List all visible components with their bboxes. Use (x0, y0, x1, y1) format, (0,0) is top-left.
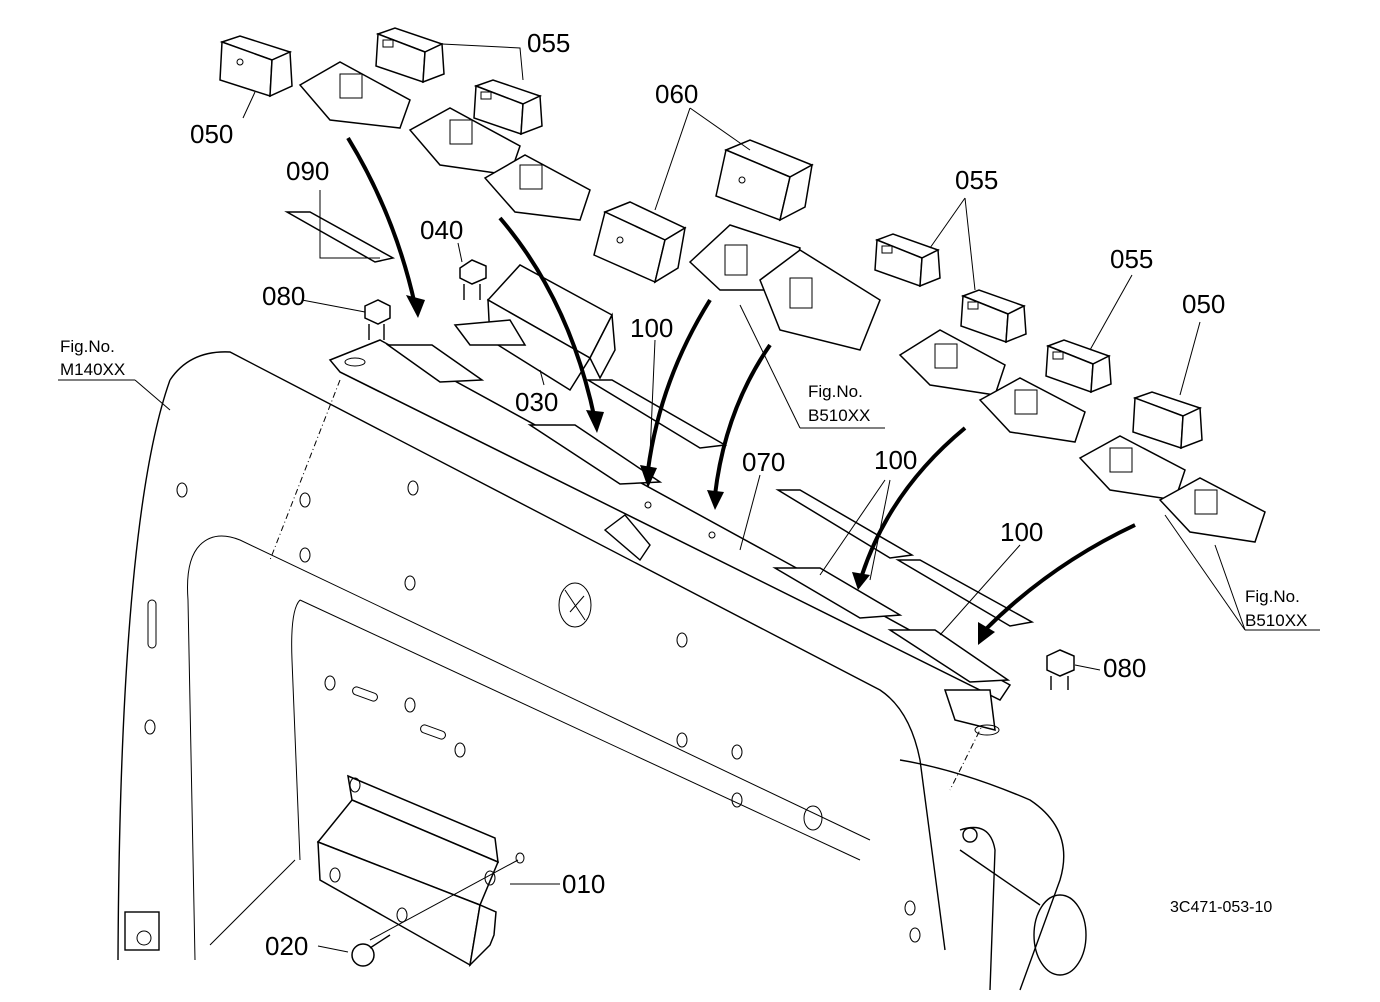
callout-055-right: 055 (1110, 244, 1153, 274)
callout-055-middle: 055 (955, 165, 998, 195)
relay-060-b (593, 201, 687, 284)
relay-055-c (874, 233, 941, 288)
callout-080-right: 080 (1103, 653, 1146, 683)
callout-030: 030 (515, 387, 558, 417)
fig-ref-m140-line1: Fig.No. (60, 337, 115, 356)
assembly-arrows (346, 136, 1136, 645)
fig-ref-m140-line2: M140XX (60, 360, 125, 379)
callout-100-b: 100 (874, 445, 917, 475)
relay-055-d (960, 289, 1027, 344)
callout-100-c: 100 (1000, 517, 1043, 547)
bolt-020 (351, 934, 391, 967)
fig-ref-b510-b-line2: B510XX (1245, 611, 1307, 630)
module-030 (453, 264, 616, 392)
relay-sockets (298, 61, 1266, 543)
relay-055-b (473, 79, 543, 136)
bolt-040 (459, 259, 487, 300)
callout-055-top: 055 (527, 28, 570, 58)
callout-050-right: 050 (1182, 289, 1225, 319)
relay-055-e (1045, 339, 1112, 394)
fig-ref-b510-a-line1: Fig.No. (808, 382, 863, 401)
relay-060-a (715, 139, 814, 222)
relay-055-a (375, 27, 445, 84)
plate-100-b (775, 489, 915, 559)
relay-050-left (219, 35, 293, 98)
relay-050-right (1132, 391, 1203, 450)
callout-080-left: 080 (262, 281, 305, 311)
fig-ref-b510-b-line1: Fig.No. (1245, 587, 1300, 606)
relay-rail-070 (328, 339, 1012, 736)
main-panel (117, 351, 1087, 991)
plate-100-c (895, 559, 1035, 627)
callout-060: 060 (655, 79, 698, 109)
callout-070: 070 (742, 447, 785, 477)
bolt-080-right (1046, 649, 1075, 690)
insulator-plates (284, 211, 1035, 683)
figure-references: Fig.No. M140XX Fig.No. B510XX Fig.No. B5… (58, 337, 1307, 630)
plate-100-a (585, 379, 728, 449)
bolt-080-left (364, 299, 391, 340)
callout-100-a: 100 (630, 313, 673, 343)
bracket-010 (316, 774, 525, 968)
callout-050-left: 050 (190, 119, 233, 149)
leader-lines (134, 43, 1320, 953)
fig-ref-b510-a-line2: B510XX (808, 406, 870, 425)
drawing-code: 3C471-053-10 (1170, 899, 1272, 916)
panel-holes (144, 480, 921, 943)
callout-labels: 010 020 030 040 050 050 055 055 055 060 … (190, 28, 1225, 961)
callout-040: 040 (420, 215, 463, 245)
plate-090 (284, 211, 396, 263)
callout-010: 010 (562, 869, 605, 899)
callout-020: 020 (265, 931, 308, 961)
callout-090: 090 (286, 156, 329, 186)
